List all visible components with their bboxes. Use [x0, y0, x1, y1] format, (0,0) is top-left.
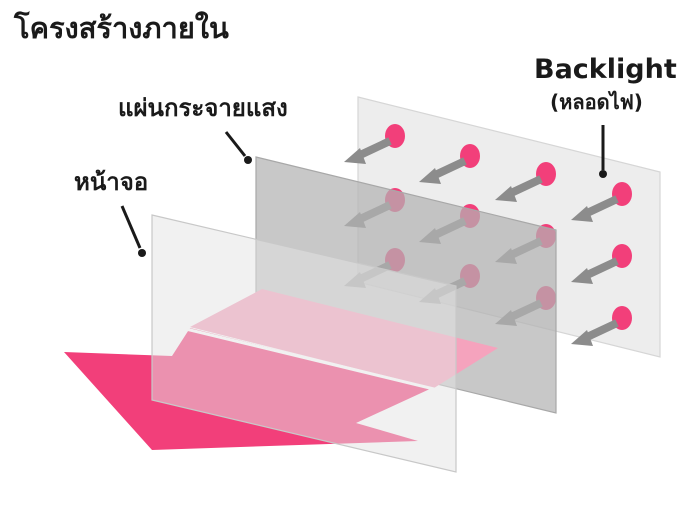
- page-title: โครงสร้างภายใน: [14, 11, 229, 45]
- screen-label: หน้าจอ: [74, 168, 149, 196]
- leader-lines: [120, 125, 607, 257]
- diffuser-label: แผ่นกระจายแสง: [118, 94, 288, 122]
- lamp-4-3: [571, 306, 632, 346]
- lamp-4-2: [571, 244, 632, 284]
- screen-leader-line: [120, 205, 142, 249]
- backlight-sublabel: (หลอดไฟ): [550, 90, 643, 114]
- diffuser-leader-line: [224, 131, 247, 157]
- lamp-3-1: [495, 162, 556, 202]
- backlight-label: Backlight: [534, 54, 677, 85]
- lamp-2-1: [419, 144, 480, 184]
- lamp-1-1: [344, 124, 405, 164]
- lamp-4-1: [571, 182, 632, 222]
- screen-panel: [151, 214, 457, 473]
